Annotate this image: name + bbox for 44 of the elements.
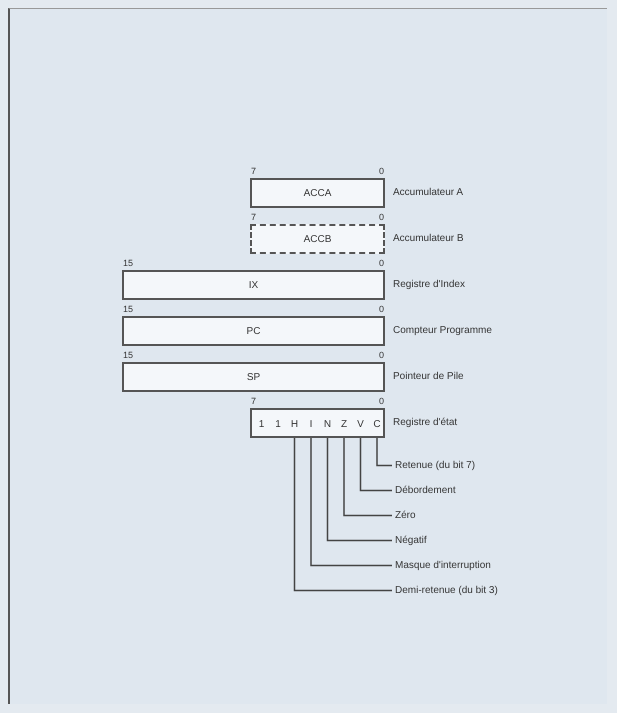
bit-number: 0 xyxy=(379,212,384,222)
register-box: ACCB xyxy=(250,224,385,254)
register-name: Accumulateur A xyxy=(393,187,464,198)
register-box: IX xyxy=(122,270,385,300)
leader-line xyxy=(294,438,392,592)
bit-number: 0 xyxy=(379,396,384,406)
flag-bit: N xyxy=(319,419,336,430)
leader-line xyxy=(326,438,392,542)
bit-number: 15 xyxy=(123,258,134,268)
flag-bit: V xyxy=(352,419,369,430)
flag-label: Négatif xyxy=(395,535,427,546)
register-name: Accumulateur B xyxy=(393,233,464,244)
bit-number: 0 xyxy=(379,304,384,314)
flag-bit: Z xyxy=(336,419,352,430)
flag-label: Zéro xyxy=(395,510,416,521)
bit-number: 7 xyxy=(251,396,256,406)
leader-line xyxy=(376,438,392,466)
flag-bit: H xyxy=(286,419,303,430)
register-name: Compteur Programme xyxy=(393,325,492,336)
leader-line xyxy=(360,438,392,492)
bit-number: 0 xyxy=(379,350,384,360)
bit-number: 7 xyxy=(251,212,256,222)
flag-label: Masque d'interruption xyxy=(395,560,491,571)
register-name: Pointeur de Pile xyxy=(393,371,464,382)
register-name: Registre d'état xyxy=(393,417,458,428)
bit-number: 15 xyxy=(123,304,134,314)
flag-bit: C xyxy=(368,419,386,430)
register-box: ACCA xyxy=(250,178,385,208)
flag-bit: 1 xyxy=(270,419,286,430)
flag-label: Demi-retenue (du bit 3) xyxy=(395,585,498,596)
flag-bit: 1 xyxy=(253,419,270,430)
bit-number: 0 xyxy=(379,258,384,268)
flag-label: Débordement xyxy=(395,485,456,496)
register-box: PC xyxy=(122,316,385,346)
register-box xyxy=(250,408,385,438)
leader-line xyxy=(310,438,392,566)
bit-number: 7 xyxy=(251,166,256,176)
flag-label: Retenue (du bit 7) xyxy=(395,460,476,471)
bit-number: 15 xyxy=(123,350,134,360)
register-name: Registre d'Index xyxy=(393,279,465,290)
bit-number: 0 xyxy=(379,166,384,176)
register-box: SP xyxy=(122,362,385,392)
leader-line xyxy=(343,438,392,516)
flag-bit: I xyxy=(302,419,320,430)
